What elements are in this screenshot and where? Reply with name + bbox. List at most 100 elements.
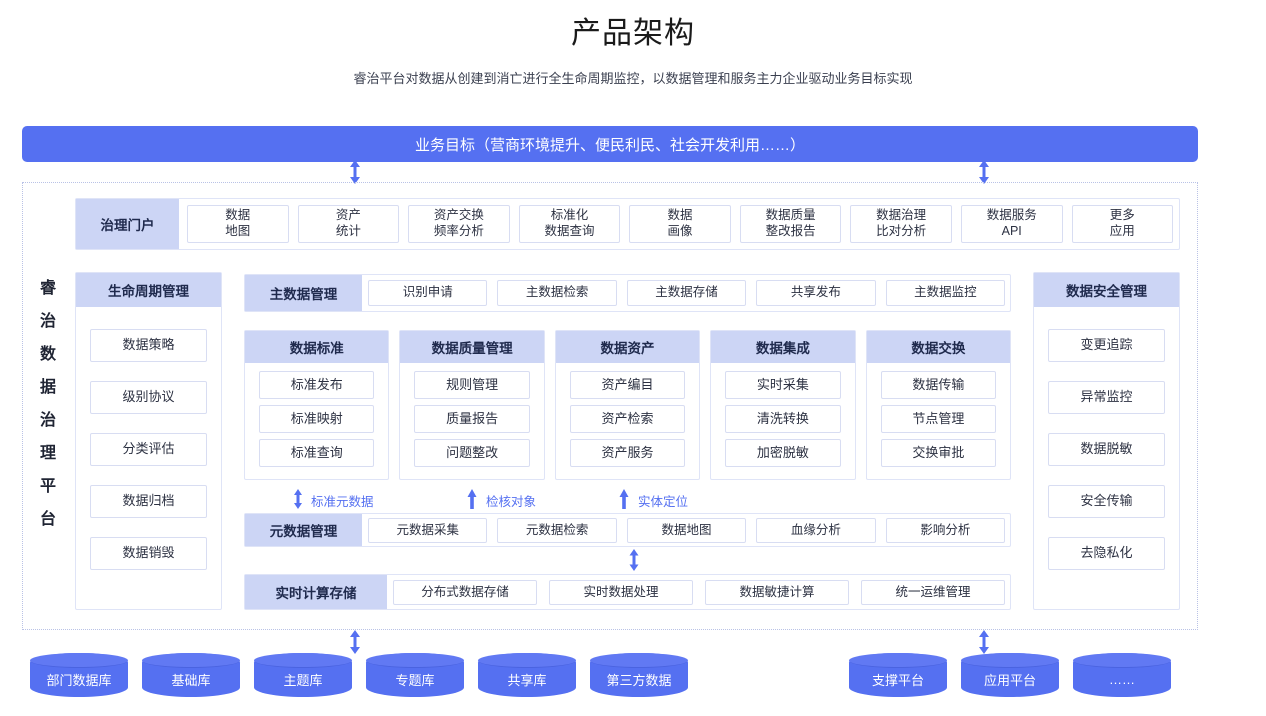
platform-container	[22, 182, 1198, 630]
flow-label-check-object: 检核对象	[486, 495, 537, 509]
double-arrow-icon-storage-right	[975, 630, 993, 654]
domain-item[interactable]: 标准查询	[259, 439, 375, 467]
lifecycle-item[interactable]: 分类评估	[90, 433, 207, 466]
portal-item[interactable]: 数据服务 API	[960, 205, 1063, 243]
master-data-item[interactable]: 主数据存储	[626, 280, 747, 306]
security-item[interactable]: 异常监控	[1048, 381, 1165, 414]
portal-item[interactable]: 资产 统计	[297, 205, 400, 243]
platform-label-char-1: 治	[39, 313, 56, 330]
master-data-row: 主数据管理 识别申请 主数据检索 主数据存储 共享发布 主数据监控	[244, 274, 1011, 312]
domain-item[interactable]: 规则管理	[414, 371, 530, 399]
domain-column-header: 数据资产	[555, 331, 700, 363]
portal-item[interactable]: 标准化 数据查询	[518, 205, 621, 243]
storage-cylinder-label: 第三方数据	[606, 672, 672, 688]
lifecycle-item[interactable]: 数据策略	[90, 329, 207, 362]
storage-cylinder-label: 支撑平台	[871, 672, 924, 688]
metadata-management-row: 元数据管理 元数据采集 元数据检索 数据地图 血缘分析 影响分析	[244, 513, 1011, 547]
portal-item[interactable]: 数据质量 整改报告	[739, 205, 842, 243]
domain-item[interactable]: 质量报告	[414, 405, 530, 433]
portal-item[interactable]: 数据 地图	[187, 205, 289, 243]
storage-cylinder-label: 基础库	[171, 672, 211, 688]
double-arrow-icon-storage-left	[346, 630, 364, 654]
domain-item[interactable]: 数据传输	[880, 371, 997, 399]
security-item[interactable]: 去隐私化	[1048, 537, 1165, 570]
domain-item[interactable]: 资产服务	[569, 439, 686, 467]
storage-cylinder[interactable]: ……	[1073, 653, 1171, 697]
security-item[interactable]: 变更追踪	[1048, 329, 1165, 362]
portal-item[interactable]: 资产交换 频率分析	[408, 205, 510, 243]
domain-item[interactable]: 标准发布	[259, 371, 375, 399]
security-item[interactable]: 安全传输	[1048, 485, 1165, 518]
security-items: 变更追踪 异常监控 数据脱敏 安全传输 去隐私化	[1034, 307, 1179, 570]
master-data-item[interactable]: 共享发布	[756, 280, 876, 306]
portal-item[interactable]: 更多 应用	[1071, 205, 1174, 243]
storage-cylinder-label: 主题库	[283, 672, 323, 688]
lifecycle-item[interactable]: 数据销毁	[90, 537, 207, 570]
security-header: 数据安全管理	[1034, 273, 1179, 307]
metadata-item[interactable]: 元数据采集	[368, 518, 488, 543]
data-security-panel: 数据安全管理 变更追踪 异常监控 数据脱敏 安全传输 去隐私化	[1033, 272, 1180, 610]
domain-item[interactable]: 交换审批	[880, 439, 997, 467]
portal-item[interactable]: 数据 画像	[629, 205, 731, 243]
storage-cylinder[interactable]: 第三方数据	[590, 653, 688, 697]
storage-cylinder[interactable]: 应用平台	[961, 653, 1059, 697]
storage-cylinder[interactable]: 支撑平台	[849, 653, 947, 697]
domain-item[interactable]: 节点管理	[880, 405, 997, 433]
metadata-item[interactable]: 血缘分析	[756, 518, 876, 543]
metadata-items: 元数据采集 元数据检索 数据地图 血缘分析 影响分析	[368, 518, 1006, 543]
business-goal-bar: 业务目标（营商环境提升、便民利民、社会开发利用……）	[22, 126, 1198, 162]
up-arrow-icon-check-object	[465, 489, 479, 509]
platform-label-char-4: 治	[39, 412, 56, 429]
domain-column-data-quality: 数据质量管理 规则管理 质量报告 问题整改	[399, 330, 545, 480]
double-arrow-icon-metadata-realtime	[626, 549, 642, 571]
storage-cylinder[interactable]: 基础库	[142, 653, 240, 697]
domain-column-header: 数据标准	[245, 331, 389, 363]
domain-column-items: 规则管理 质量报告 问题整改	[400, 363, 543, 467]
storage-cylinder-label: 部门数据库	[46, 672, 112, 688]
page-title: 产品架构	[571, 17, 695, 50]
master-data-item[interactable]: 识别申请	[368, 280, 488, 306]
domain-item[interactable]: 加密脱敏	[725, 439, 841, 467]
double-arrow-icon-goal-right	[975, 160, 993, 184]
page-subtitle: 睿治平台对数据从创建到消亡进行全生命周期监控，以数据管理和服务主力企业驱动业务目…	[353, 71, 913, 86]
realtime-item[interactable]: 统一运维管理	[861, 580, 1005, 605]
platform-label-char-3: 据	[39, 379, 56, 396]
domain-item[interactable]: 问题整改	[414, 439, 530, 467]
storage-cylinder[interactable]: 专题库	[366, 653, 464, 697]
metadata-item[interactable]: 影响分析	[885, 518, 1006, 543]
realtime-item[interactable]: 数据敏捷计算	[705, 580, 849, 605]
lifecycle-items: 数据策略 级别协议 分类评估 数据归档 数据销毁	[76, 307, 221, 570]
lifecycle-item[interactable]: 数据归档	[90, 485, 207, 518]
platform-label-char-2: 数	[39, 346, 56, 363]
lifecycle-management-panel: 生命周期管理 数据策略 级别协议 分类评估 数据归档 数据销毁	[75, 272, 222, 610]
domain-column-items: 实时采集 清洗转换 加密脱敏	[711, 363, 854, 467]
domain-item[interactable]: 资产编目	[569, 371, 686, 399]
master-data-items: 识别申请 主数据检索 主数据存储 共享发布 主数据监控	[368, 280, 1006, 306]
master-data-item[interactable]: 主数据检索	[497, 280, 617, 306]
lifecycle-item[interactable]: 级别协议	[90, 381, 207, 414]
realtime-item[interactable]: 分布式数据存储	[393, 580, 537, 605]
storage-cylinder[interactable]: 主题库	[254, 653, 352, 697]
storage-cylinder[interactable]: 部门数据库	[30, 653, 128, 697]
lifecycle-header: 生命周期管理	[76, 273, 221, 307]
master-data-item[interactable]: 主数据监控	[885, 280, 1006, 306]
portal-item[interactable]: 数据治理 比对分析	[850, 205, 952, 243]
domain-column-data-asset: 数据资产 资产编目 资产检索 资产服务	[554, 330, 701, 480]
governance-portal-items: 数据 地图 资产 统计 资产交换 频率分析 标准化 数据查询 数据 画像 数据质…	[187, 205, 1174, 243]
realtime-items: 分布式数据存储 实时数据处理 数据敏捷计算 统一运维管理	[393, 580, 1005, 605]
realtime-item[interactable]: 实时数据处理	[549, 580, 693, 605]
domain-column-data-standard: 数据标准 标准发布 标准映射 标准查询	[244, 330, 390, 480]
domain-item[interactable]: 清洗转换	[725, 405, 841, 433]
master-data-header: 主数据管理	[245, 275, 362, 311]
metadata-item[interactable]: 元数据检索	[497, 518, 617, 543]
domain-item[interactable]: 实时采集	[725, 371, 841, 399]
storage-cylinder-label: 共享库	[507, 672, 547, 688]
platform-vertical-label: 睿 治 数 据 治 理 平 台	[33, 272, 63, 536]
domain-item[interactable]: 标准映射	[259, 405, 375, 433]
storage-cylinder[interactable]: 共享库	[478, 653, 576, 697]
metadata-item[interactable]: 数据地图	[626, 518, 747, 543]
storage-cylinders-left: 部门数据库 基础库 主题库 专题库 共享库 第三方数据	[30, 653, 688, 697]
security-item[interactable]: 数据脱敏	[1048, 433, 1165, 466]
domain-item[interactable]: 资产检索	[569, 405, 686, 433]
storage-cylinders-right: 支撑平台 应用平台 ……	[849, 653, 1171, 697]
